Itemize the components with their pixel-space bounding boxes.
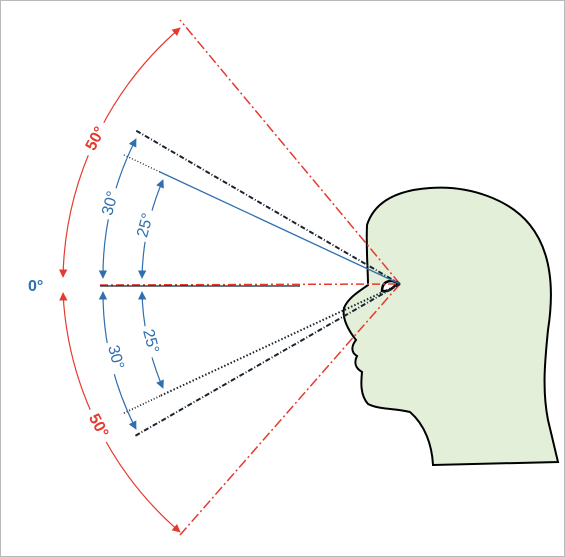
zero-line — [99, 283, 401, 286]
zero-degree-label: 0° — [28, 278, 43, 295]
lower-25-line — [159, 283, 401, 397]
lower-30-label: 30° — [104, 343, 127, 371]
upper-25-label: 25° — [134, 211, 157, 239]
upper-50-line — [179, 19, 401, 285]
lower-25-label: 25° — [139, 327, 162, 355]
upper-50-arc — [58, 27, 181, 278]
upper-30-label: 30° — [99, 189, 122, 217]
upper-30-line — [134, 129, 401, 285]
head-silhouette — [342, 186, 560, 467]
lower-50-arc — [59, 292, 181, 533]
lower-50-line — [179, 283, 401, 536]
upper-25-line — [159, 171, 401, 285]
